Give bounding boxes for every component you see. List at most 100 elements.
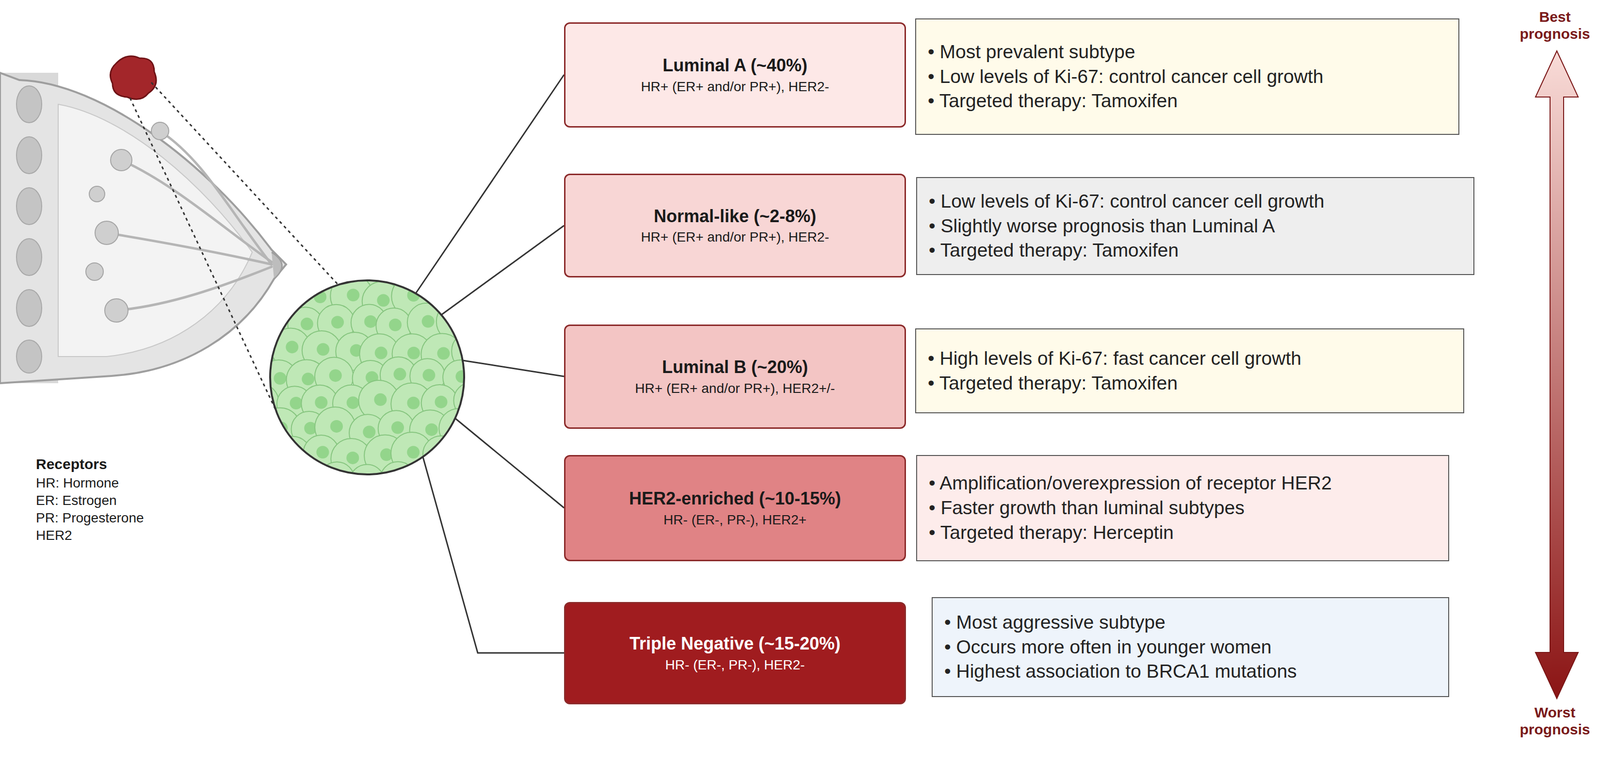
- legend-heading: Receptors: [35, 455, 230, 473]
- cell-nucleus: [346, 288, 360, 302]
- zoom-lines: [129, 82, 340, 422]
- cell-nucleus: [364, 315, 377, 328]
- nipple: [271, 252, 282, 279]
- cell-nucleus: [434, 395, 448, 409]
- bullet-text: • Low levels of Ki-67: control cancer ce…: [927, 64, 1324, 90]
- lobules: [85, 122, 169, 323]
- breast-illustration: [0, 56, 287, 384]
- cell-nucleus: [391, 420, 405, 434]
- receptor-status: HR- (ER-, PR-), HER2+: [663, 511, 807, 529]
- description-box: • High levels of Ki-67: fast cancer cell…: [915, 328, 1465, 414]
- cell-nucleus: [390, 263, 404, 276]
- leader-lines: [415, 74, 565, 653]
- subtype-title: Normal-like (~2-8%): [653, 205, 817, 227]
- subtype-title: Luminal A (~40%): [662, 54, 808, 76]
- subtype-title: Luminal B (~20%): [662, 356, 809, 378]
- subtype-box: Normal-like (~2-8%)HR+ (ER+ and/or PR+),…: [564, 173, 906, 278]
- cell-nucleus: [407, 346, 421, 360]
- tumor-cell: [453, 382, 490, 419]
- tumor-cell: [380, 461, 416, 498]
- receptor-status: HR+ (ER+ and/or PR+), HER2+/-: [634, 379, 835, 397]
- cell-nucleus: [393, 471, 406, 485]
- cell-body: [438, 408, 479, 448]
- subtype-title: Triple Negative (~15-20%): [629, 632, 841, 654]
- subtype-box: Luminal B (~20%)HR+ (ER+ and/or PR+), HE…: [564, 324, 906, 429]
- cell-nucleus: [285, 340, 299, 354]
- cell-nucleus: [330, 420, 343, 433]
- cell-nucleus: [331, 265, 345, 278]
- receptor-label: HR: Hormone: [35, 475, 230, 491]
- bullet-text: • Slightly worse prognosis than Luminal …: [928, 213, 1276, 239]
- cell-nucleus: [406, 396, 420, 410]
- cell-nucleus: [316, 342, 330, 356]
- cell-nucleus: [393, 367, 406, 381]
- cell-nucleus: [455, 370, 469, 383]
- cell-nucleus: [329, 369, 342, 382]
- cell-nucleus: [425, 423, 438, 437]
- cell-nucleus: [362, 474, 375, 487]
- cell-nucleus: [314, 396, 328, 409]
- cell-body: [272, 436, 313, 476]
- cell-body: [380, 461, 416, 498]
- cell-nucleus: [331, 315, 344, 329]
- cell-nucleus: [316, 445, 329, 459]
- subtype-title: HER2-enriched (~10-15%): [629, 487, 841, 509]
- bullet-text: • Most aggressive subtype: [944, 610, 1166, 635]
- cell-nucleus: [362, 425, 376, 439]
- cell-nucleus: [346, 396, 360, 409]
- cell-nucleus: [300, 317, 314, 331]
- cell-nucleus: [290, 396, 303, 410]
- fatty-tissue: [58, 104, 253, 357]
- cell-nucleus: [288, 290, 302, 303]
- prognosis-arrow: [1535, 50, 1579, 699]
- bullet-text: • Occurs more often in younger women: [944, 634, 1272, 660]
- ribs: [16, 85, 42, 373]
- bullet-text: • Amplification/overexpression of recept…: [928, 470, 1332, 496]
- receptor-label: HER2: [35, 527, 230, 544]
- cell-nucleus: [373, 393, 387, 406]
- tumor-cells: [240, 250, 492, 500]
- cell-nucleus: [452, 314, 465, 327]
- cell-nucleus: [374, 346, 388, 360]
- cell-nucleus: [422, 368, 436, 382]
- subtype-box: HER2-enriched (~10-15%) HR- (ER-, PR-), H…: [564, 454, 906, 562]
- cell-nucleus: [440, 290, 453, 303]
- prognosis-label: Best prognosis: [1512, 8, 1598, 43]
- receptor-label: ER: Estrogen: [35, 492, 230, 509]
- cell-nucleus: [332, 471, 345, 485]
- cell-nucleus: [466, 392, 480, 406]
- bullet-text: • Targeted therapy: Herceptin: [928, 520, 1174, 546]
- description-box: • Amplification/overexpression of recept…: [916, 454, 1450, 562]
- receptor-status: HR+ (ER+ and/or PR+), HER2-: [640, 228, 829, 246]
- bullet-text: • Targeted therapy: Tamoxifen: [928, 238, 1179, 263]
- receptor-status: HR- (ER-, PR-), HER2-: [665, 656, 806, 674]
- cell-nucleus: [254, 395, 268, 408]
- prognosis-label: Worst prognosis: [1512, 704, 1598, 738]
- description-box: • Most aggressive subtype• Occurs more o…: [931, 597, 1450, 697]
- breast-outline: [0, 72, 287, 384]
- cell-nucleus: [364, 264, 378, 278]
- tumor: [110, 56, 157, 100]
- cell-nucleus: [436, 347, 450, 360]
- cell-body: [453, 382, 490, 419]
- cell-nucleus: [376, 293, 390, 307]
- receptor-label: PR: Progesterone: [35, 510, 230, 526]
- cell-circle: [270, 280, 465, 475]
- description-box: • Most prevalent subtype• Low levels of …: [915, 18, 1460, 135]
- cell-nucleus: [421, 315, 435, 328]
- cell-nucleus: [254, 340, 267, 354]
- cell-body: [349, 464, 385, 500]
- bullet-text: • Highest association to BRCA1 mutations: [944, 659, 1297, 684]
- cell-nucleus: [301, 372, 315, 386]
- tumor-cell: [438, 408, 479, 448]
- cell-nucleus: [269, 317, 283, 331]
- cell-nucleus: [467, 343, 480, 357]
- cell-nucleus: [406, 445, 420, 459]
- tumor-cell: [349, 464, 385, 500]
- cell-nucleus: [436, 446, 450, 460]
- tumor-cell: [272, 436, 313, 476]
- cell-nucleus: [274, 371, 287, 385]
- cell-nucleus: [287, 448, 300, 462]
- milk-ducts: [106, 130, 272, 311]
